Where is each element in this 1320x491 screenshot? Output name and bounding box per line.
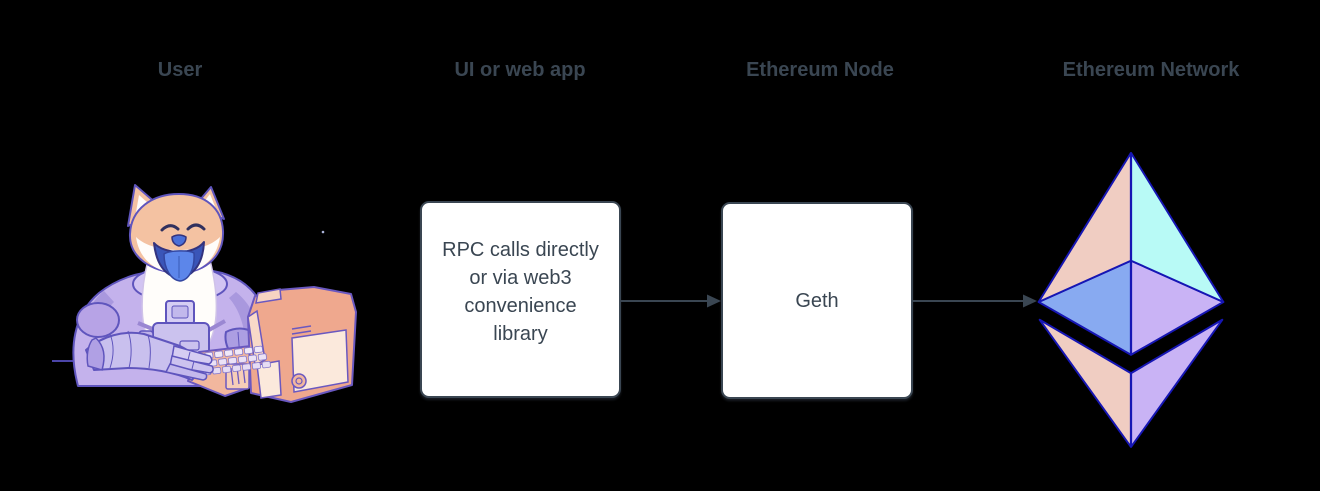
doge-head [127, 184, 225, 282]
ethereum-node-box: Geth [721, 202, 913, 399]
arrowhead-icon [707, 294, 721, 308]
arrow-node-to-network [913, 294, 1037, 308]
closed-eyes [160, 223, 206, 232]
monitor-handle [255, 288, 282, 304]
fan-port [291, 373, 307, 389]
star-speck [321, 230, 325, 234]
label-ui-or-web-app: UI or web app [454, 59, 586, 81]
ui-box-text: RPC calls directly or via web3 convenien… [442, 238, 599, 345]
label-ethereum-node: Ethereum Node [746, 59, 894, 81]
arrowhead-icon [1023, 294, 1037, 308]
ui-web-app-box: RPC calls directly or via web3 convenien… [420, 201, 621, 398]
node-box-text: Geth [795, 289, 839, 312]
label-user: User [157, 59, 203, 81]
back-panel [291, 329, 349, 393]
arrow-ui-to-node [621, 294, 721, 308]
nose [171, 234, 187, 247]
ethereum-logo-icon [1037, 152, 1225, 448]
eth-facet-top-right [1130, 152, 1225, 303]
doge-astronaut-illustration [52, 184, 357, 403]
doge-left-robot-arm [85, 330, 214, 381]
label-ethereum-network: Ethereum Network [1062, 59, 1240, 81]
eth-facet-bottom-right [1130, 318, 1224, 448]
